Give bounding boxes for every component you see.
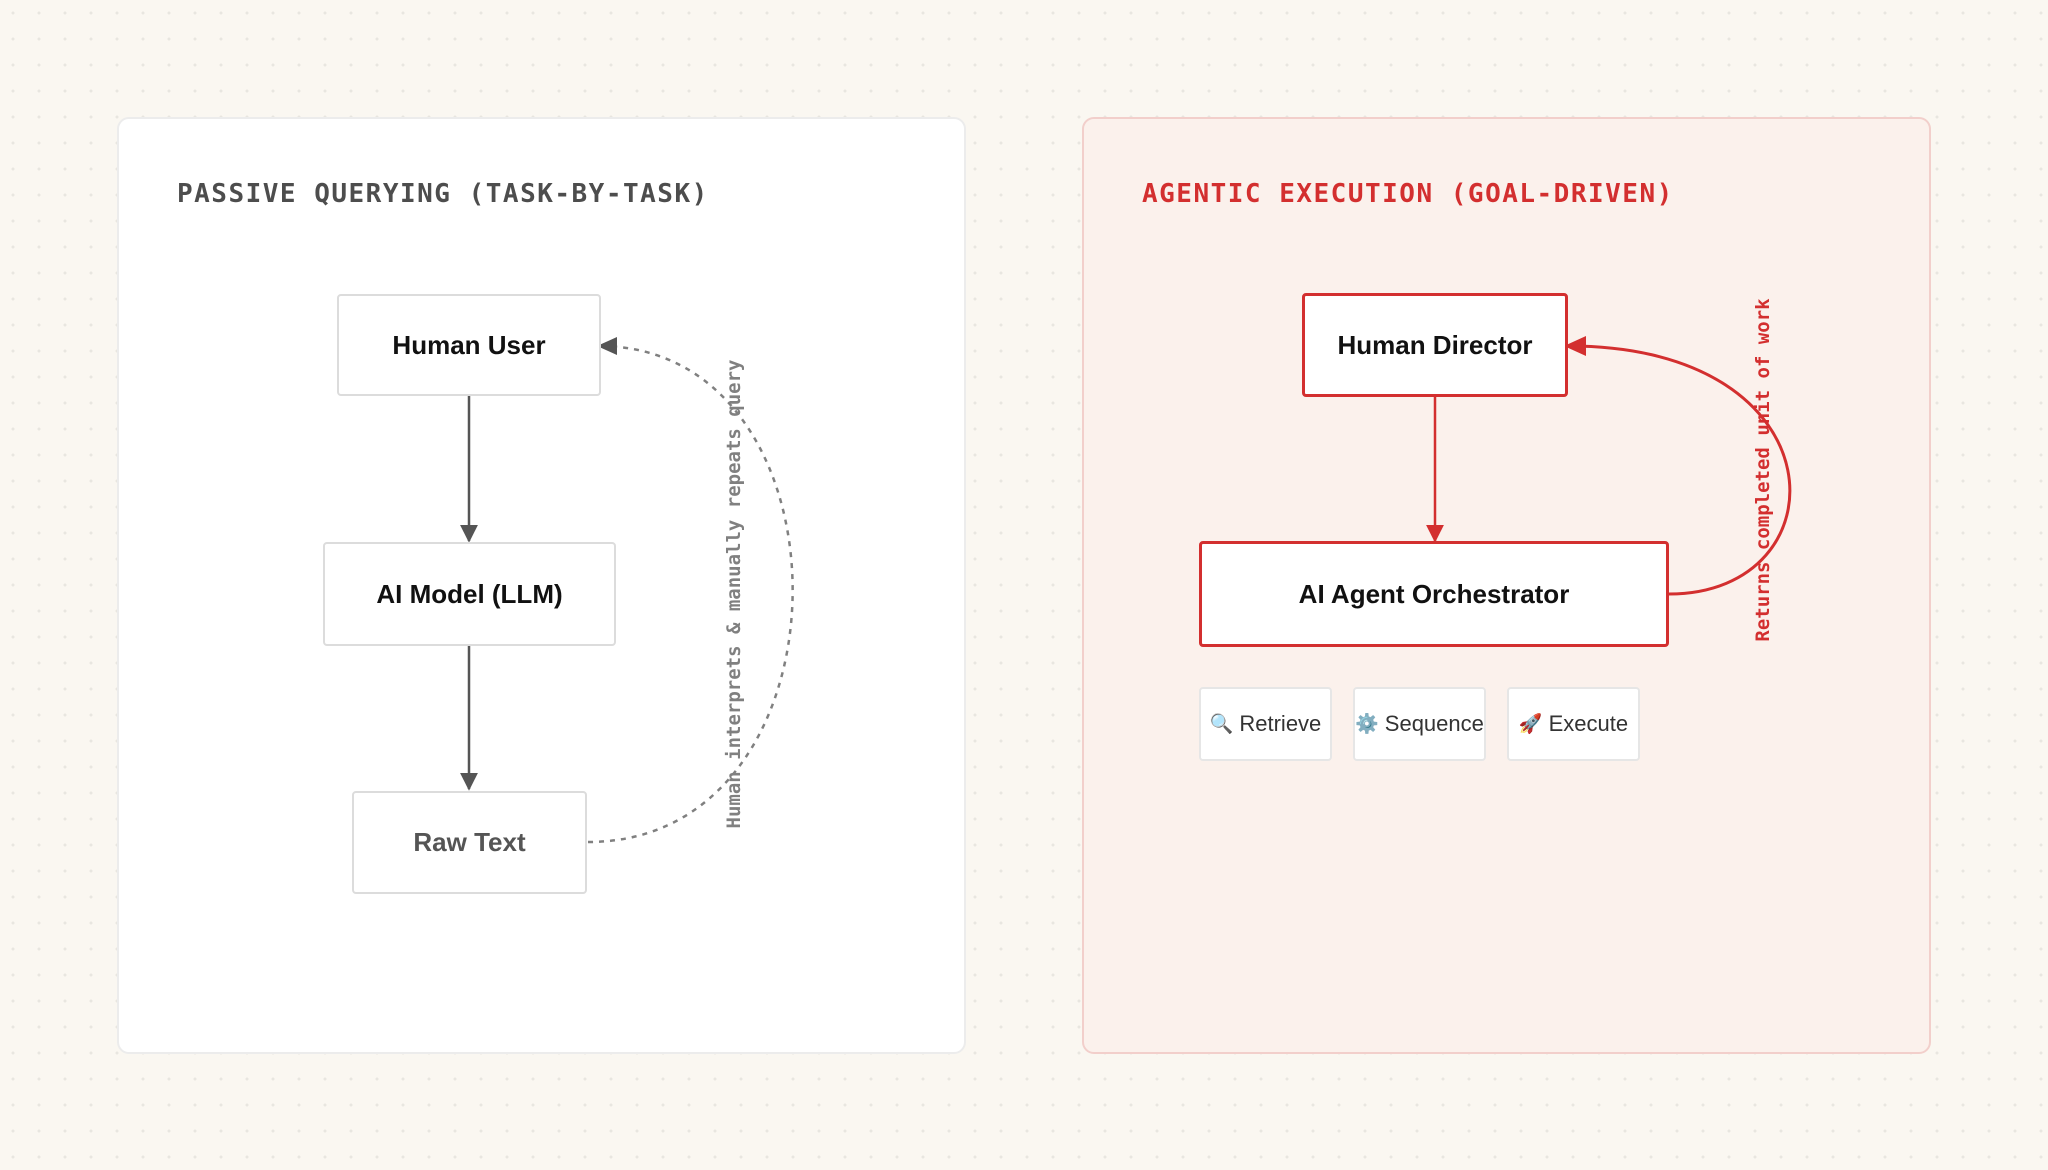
capability-label: Retrieve — [1239, 711, 1322, 736]
ai-model-node: AI Model (LLM) — [323, 542, 616, 646]
gear-icon: ⚙️ — [1355, 714, 1379, 735]
capability-label: Sequence — [1384, 711, 1484, 736]
agentic-panel-title: AGENTIC EXECUTION (GOAL-DRIVEN) — [1142, 179, 1674, 209]
capability-retrieve: 🔍 Retrieve — [1199, 687, 1332, 761]
loop-arrowhead-red — [1564, 336, 1586, 356]
raw-text-node: Raw Text — [352, 791, 587, 894]
human-director-node: Human Director — [1302, 293, 1568, 397]
human-user-node: Human User — [337, 294, 601, 396]
loop-arrowhead — [597, 337, 617, 355]
capability-execute: 🚀 Execute — [1507, 687, 1640, 761]
agentic-connectors — [1426, 336, 1792, 596]
passive-querying-panel: PASSIVE QUERYING (TASK-BY-TASK) Human Us… — [117, 117, 966, 1054]
capability-label: Execute — [1548, 711, 1629, 736]
passive-connectors — [460, 337, 794, 844]
agentic-execution-panel: AGENTIC EXECUTION (GOAL-DRIVEN) Human Di… — [1082, 117, 1931, 1054]
capability-sequence: ⚙️ Sequence — [1353, 687, 1486, 761]
passive-panel-title: PASSIVE QUERYING (TASK-BY-TASK) — [177, 179, 709, 209]
magnifier-icon: 🔍 — [1209, 714, 1234, 735]
loop-output-to-user — [587, 344, 794, 844]
rocket-icon: 🚀 — [1518, 714, 1543, 735]
loop-orchestrator-to-director — [1568, 344, 1792, 596]
ai-agent-orchestrator-node: AI Agent Orchestrator — [1199, 541, 1669, 647]
